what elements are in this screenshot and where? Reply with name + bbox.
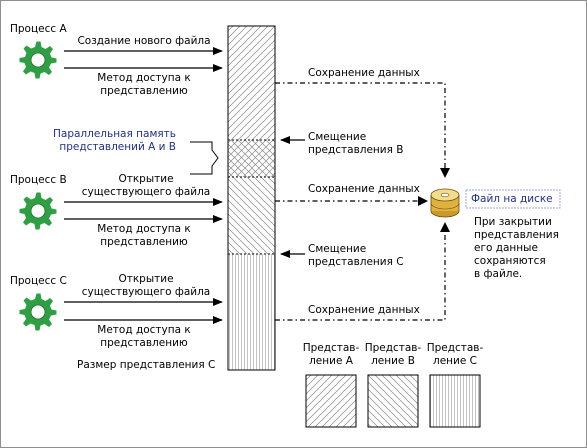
offset-b-line1: Смещение	[308, 131, 367, 143]
process-a-op1: Создание нового файла	[77, 35, 211, 47]
offset-arrows	[280, 136, 305, 258]
process-c-label: Процесс C	[10, 275, 67, 287]
note-line4: сохраняются	[474, 255, 546, 267]
save-data-connectors	[275, 82, 446, 321]
note-line5: в файле.	[474, 268, 523, 280]
legend-b-line1: Представ-	[364, 342, 422, 354]
offset-b-line2: представления B	[308, 144, 404, 156]
process-arrows	[64, 47, 223, 324]
save-data-label-b: Сохранение данных	[308, 183, 420, 195]
gear-icon	[19, 41, 57, 79]
legend-swatch-b	[367, 374, 419, 428]
process-c-op2: Метод доступа к представлению	[97, 324, 191, 349]
process-a-op2: Метод доступа к представлению	[97, 72, 191, 97]
note-line1: При закрытии	[474, 216, 552, 228]
shared-memory-label-2: представлений A и B	[59, 141, 176, 153]
file-on-disk-label: Файл на диске	[471, 193, 553, 205]
shared-memory-label-1: Параллельная память	[52, 128, 176, 140]
gear-icon	[19, 192, 57, 230]
note-line2: представления	[474, 229, 559, 241]
legend-c-line2: ление C	[433, 355, 477, 367]
legend-a-line1: Представ-	[302, 342, 360, 354]
process-b-op1: Открытие существующего файла	[81, 173, 211, 198]
legend-b-line2: ление B	[371, 355, 415, 367]
save-data-label-a: Сохранение данных	[308, 67, 420, 79]
process-c-op1: Открытие существующего файла	[81, 273, 211, 298]
legend-c-line1: Представ-	[426, 342, 484, 354]
offset-c-line2: представления C	[308, 256, 404, 268]
process-b-label: Процесс B	[10, 174, 67, 186]
legend-swatch-c	[429, 374, 481, 428]
view-size-c-label: Размер представления C	[77, 359, 216, 371]
process-b-op2: Метод доступа к представлению	[97, 223, 191, 248]
legend-swatch-a	[305, 374, 357, 428]
process-a-label: Процесс A	[10, 23, 67, 35]
legend-swatches	[305, 374, 481, 428]
note-line3: его данные	[474, 242, 538, 254]
offset-c-line1: Смещение	[308, 243, 367, 255]
legend-a-line2: ление A	[309, 355, 353, 367]
disk-icon	[430, 188, 460, 218]
gear-icon	[19, 293, 57, 331]
save-data-label-c: Сохранение данных	[308, 304, 420, 316]
file-mapping-column	[227, 25, 276, 371]
shared-memory-bracket	[190, 141, 219, 175]
